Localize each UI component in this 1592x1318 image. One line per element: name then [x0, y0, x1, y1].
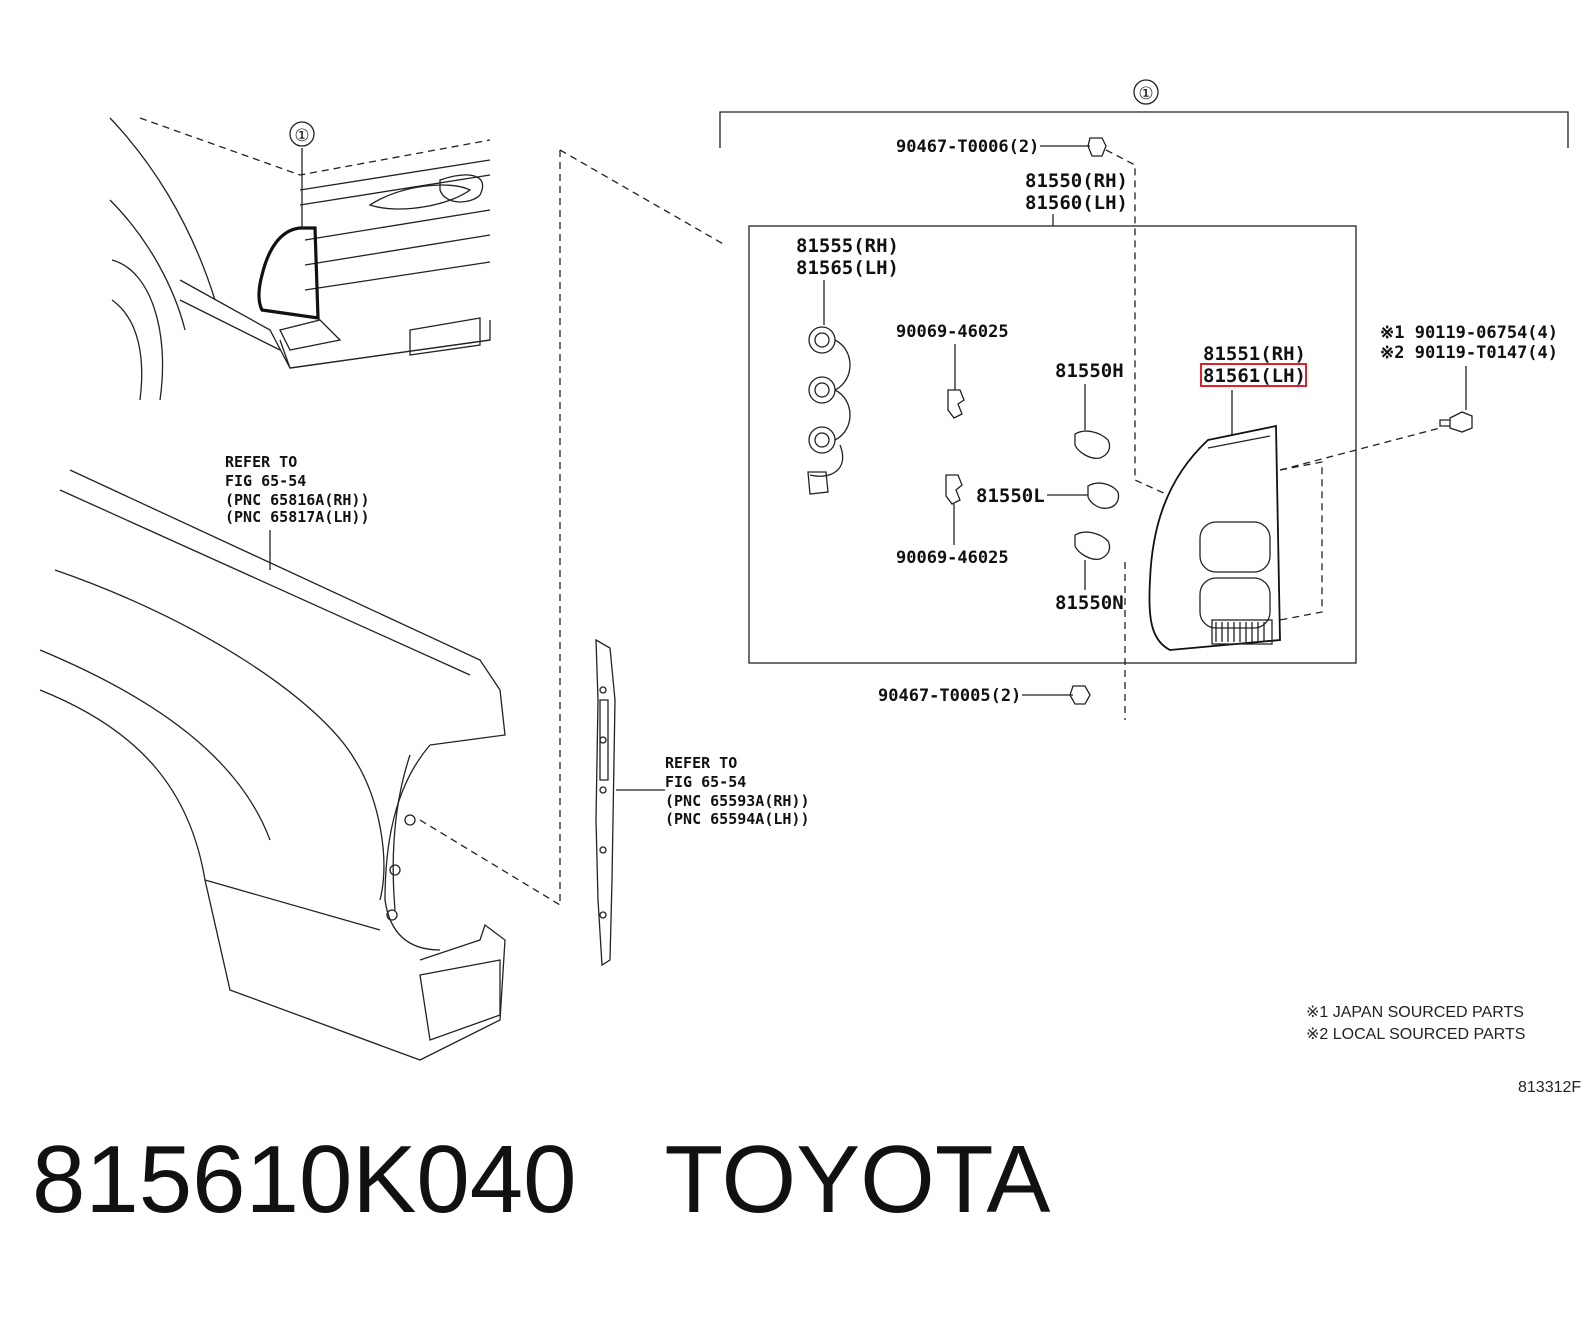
label-lamp-assy-rh: 81550(RH): [1025, 170, 1128, 192]
callout-circle-left: ①: [294, 126, 309, 146]
label-clip-bottom: 90467-T0005(2): [878, 686, 1021, 706]
label-socket-lh: 81565(LH): [796, 257, 899, 279]
socket-wire-harness: 81555(RH) 81565(LH): [796, 235, 899, 495]
socket-icon: [807, 326, 851, 495]
refer-lower-line3: (PNC 65593A(RH)): [665, 792, 810, 810]
assembly-bracket: ①: [719, 79, 1569, 148]
refer-lower-line1: REFER TO: [665, 754, 737, 772]
refer-lower-line2: FIG 65-54: [665, 773, 746, 791]
bulb-h-icon: [1074, 430, 1111, 459]
clip-a-icon: [947, 389, 965, 419]
refer-lower-line4: (PNC 65594A(LH)): [665, 810, 810, 828]
diagram-id: 813312F: [1518, 1079, 1581, 1096]
label-bulb-h: 81550H: [1055, 360, 1124, 382]
label-clip-top: 90467-T0006(2): [896, 137, 1039, 157]
label-bulb-l: 81550L: [976, 485, 1045, 507]
label-lens-lh: 81561(LH): [1203, 365, 1306, 387]
bulb-n-icon: [1074, 531, 1111, 560]
part-number: 815610K040: [32, 1126, 577, 1233]
label-screw-1: ※1 90119-06754(4): [1380, 323, 1558, 343]
note-local-sourced: ※2 LOCAL SOURCED PARTS: [1306, 1026, 1525, 1043]
refer-upper-line3: (PNC 65816A(RH)): [225, 491, 370, 509]
label-lamp-assy-lh: 81560(LH): [1025, 192, 1128, 214]
body-panel: REFER TO FIG 65-54 (PNC 65816A(RH)) (PNC…: [39, 453, 561, 1061]
label-socket-rh: 81555(RH): [796, 235, 899, 257]
clip-top-icon: [1087, 137, 1107, 157]
refer-upper-line1: REFER TO: [225, 453, 297, 471]
vertical-bracket: REFER TO FIG 65-54 (PNC 65593A(RH)) (PNC…: [559, 149, 810, 967]
bulb-l-icon: [1087, 482, 1120, 509]
label-clip-a: 90069-46025: [896, 322, 1009, 342]
callout-circle-top: ①: [1138, 84, 1153, 104]
tail-lamp-outline: [257, 226, 320, 320]
label-lens-rh: 81551(RH): [1203, 343, 1306, 365]
brand-name: TOYOTA: [664, 1126, 1051, 1233]
lamp-assembly-box: [748, 225, 1357, 664]
vehicle-rear-view: ①: [109, 117, 491, 401]
refer-upper-line2: FIG 65-54: [225, 472, 306, 490]
label-screw-2: ※2 90119-T0147(4): [1380, 343, 1558, 363]
note-japan-sourced: ※1 JAPAN SOURCED PARTS: [1306, 1004, 1524, 1021]
label-bulb-n: 81550N: [1055, 592, 1124, 614]
lens-icon: [1148, 424, 1281, 651]
label-clip-b: 90069-46025: [896, 548, 1009, 568]
refer-upper-line4: (PNC 65817A(LH)): [225, 508, 370, 526]
clip-bottom-icon: [1069, 685, 1091, 705]
screw-icon: [1439, 411, 1473, 433]
clip-b-icon: [945, 474, 963, 505]
highlight-lens-lh: [1200, 363, 1307, 387]
